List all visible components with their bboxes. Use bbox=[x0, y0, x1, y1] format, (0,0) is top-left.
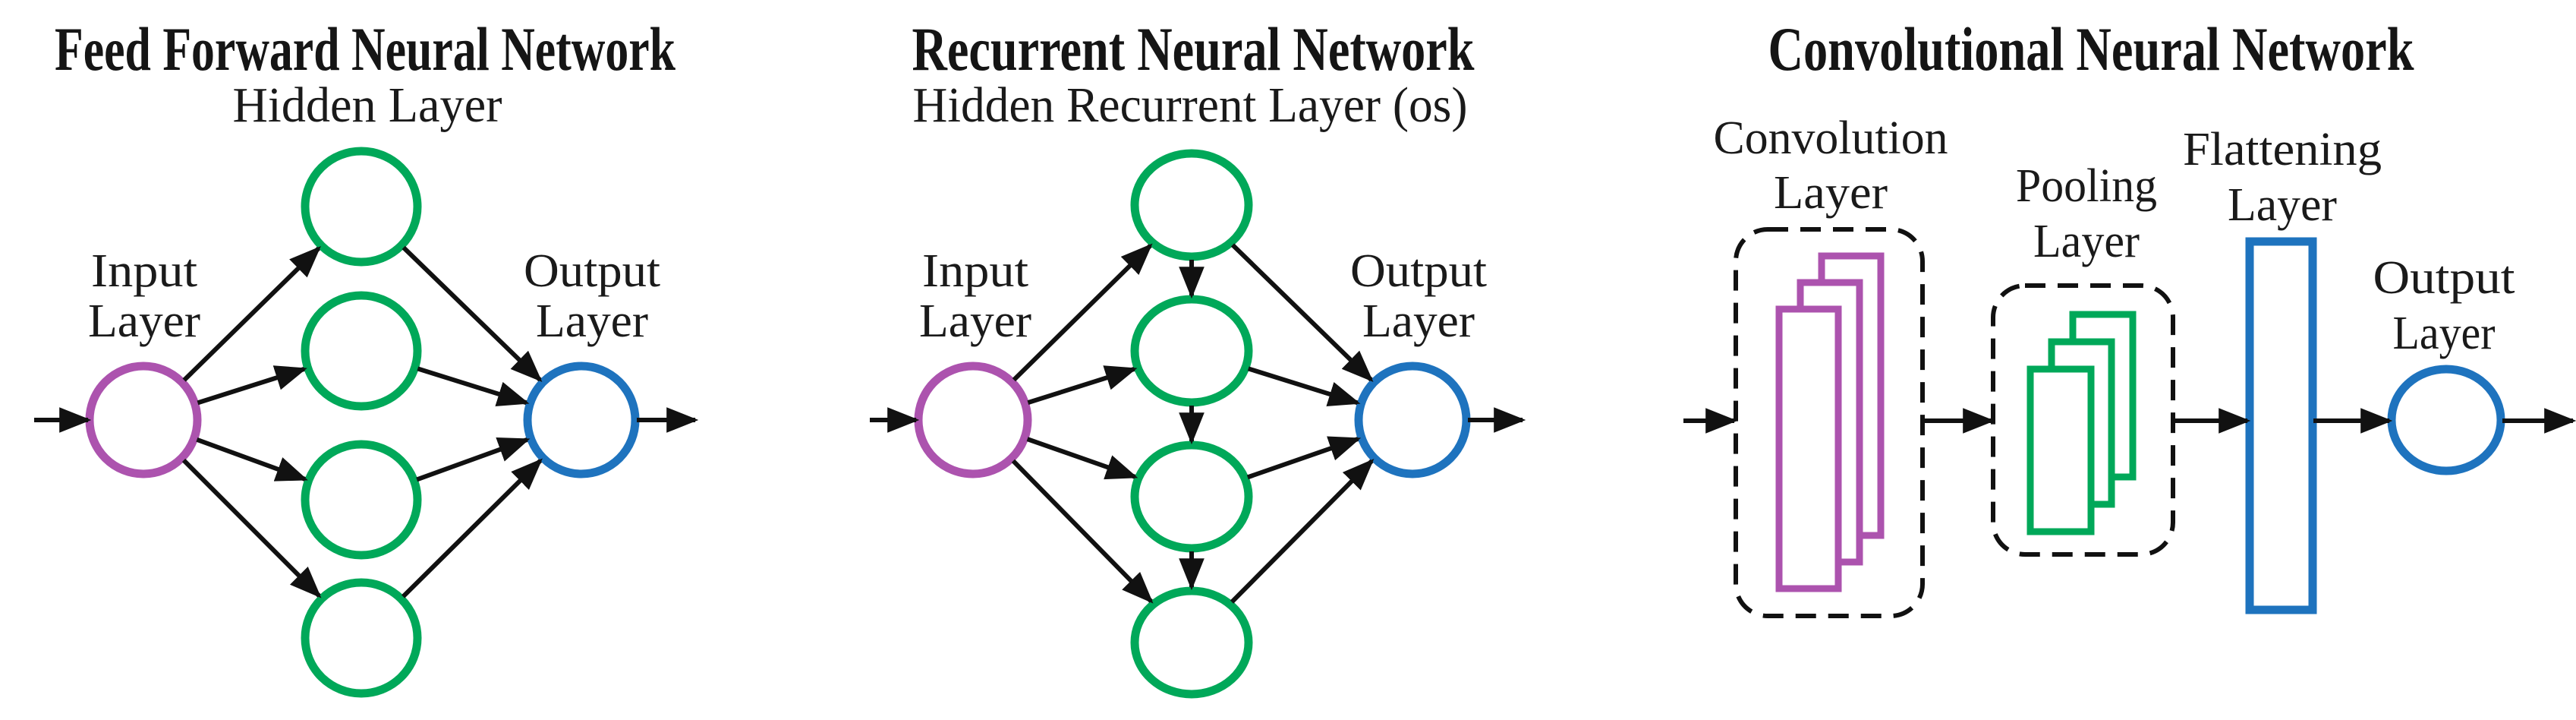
rnn-edge-h2-output bbox=[1247, 366, 1361, 407]
output-layer-label: Output bbox=[1350, 245, 1487, 297]
rnn-edge-input-h1 bbox=[1012, 243, 1153, 382]
input-layer-label: Layer bbox=[919, 295, 1031, 347]
rnn-edge-h1-output bbox=[1230, 243, 1374, 382]
output-layer-label: Output bbox=[524, 245, 660, 297]
ffn-h4-node bbox=[301, 578, 422, 698]
ffn-input-node bbox=[85, 362, 202, 478]
input-layer-label: Input bbox=[91, 245, 197, 297]
ffn-edge-input-h3 bbox=[196, 437, 308, 482]
rnn-h3-node bbox=[1130, 441, 1253, 553]
ffn-edge-input-h4 bbox=[181, 458, 322, 598]
convolution-feature-maps-rect bbox=[1775, 305, 1842, 592]
rnn-edge-input-h3 bbox=[1026, 437, 1138, 480]
rnn-input-node bbox=[914, 362, 1032, 478]
rnn-h4-node bbox=[1130, 586, 1253, 699]
pooling-feature-maps-rect bbox=[2026, 365, 2095, 535]
flattening-rect bbox=[2245, 237, 2317, 614]
output-layer-label: Layer bbox=[536, 295, 648, 347]
ffn-output-node bbox=[523, 362, 640, 478]
flattening-layer-label: Flattening bbox=[2183, 124, 2382, 175]
rnn-title: Recurrent Neural Network bbox=[912, 14, 1475, 84]
pooling-layer-label: Layer bbox=[2033, 216, 2140, 267]
input-layer-label: Layer bbox=[88, 295, 200, 347]
cnn-panel: Convolutional Neural NetworkConvolutionL… bbox=[1683, 14, 2576, 618]
convolution-layer-box bbox=[1734, 227, 1925, 618]
rnn-edge-h3-output bbox=[1246, 436, 1362, 480]
rnn-h2-node bbox=[1130, 295, 1253, 407]
cnn-output-node bbox=[2387, 365, 2505, 475]
convolution-layer-label: Convolution bbox=[1714, 112, 1948, 164]
hidden-recurrent-layer-label: Hidden Recurrent Layer (os) bbox=[913, 77, 1468, 133]
ffn-edge-h3-output bbox=[416, 437, 531, 482]
ffn-edge-input-h1 bbox=[182, 245, 321, 382]
output-layer-label: Output bbox=[2373, 252, 2515, 304]
rnn-edge-input-h2 bbox=[1027, 365, 1138, 405]
output-layer-label: Layer bbox=[1362, 295, 1475, 347]
ffn-h2-node bbox=[301, 291, 422, 411]
output-layer-label: Layer bbox=[2393, 308, 2496, 359]
rnn-edge-h4-output bbox=[1230, 458, 1375, 604]
flattening-layer-label: Layer bbox=[2228, 179, 2337, 231]
input-layer-label: Input bbox=[922, 245, 1028, 297]
pooling-layer-label: Pooling bbox=[2016, 160, 2157, 212]
rnn-output-node bbox=[1354, 362, 1471, 478]
convolution-layer-label: Layer bbox=[1774, 167, 1888, 219]
cnn-title: Convolutional Neural Network bbox=[1768, 14, 2414, 84]
ffn-edge-h2-output bbox=[417, 366, 530, 406]
ffn-edge-input-h2 bbox=[197, 365, 307, 406]
ffn-h3-node bbox=[301, 440, 422, 560]
ffn-edge-h1-output bbox=[402, 245, 543, 383]
ffn-edge-h4-output bbox=[401, 458, 543, 598]
hidden-layer-label: Hidden Layer bbox=[233, 77, 502, 133]
rnn-edge-input-h4 bbox=[1011, 459, 1154, 604]
ffn-h1-node bbox=[301, 147, 422, 267]
ffn-title: Feed Forward Neural Network bbox=[55, 14, 675, 84]
rnn-h1-node bbox=[1130, 149, 1253, 261]
